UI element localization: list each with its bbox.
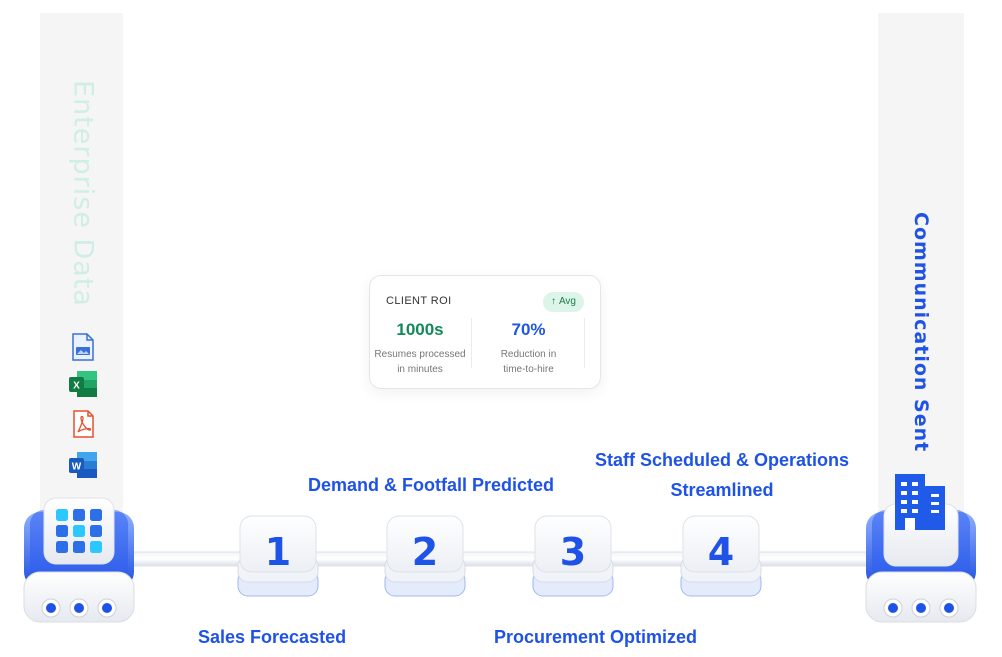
roi-stat-label: Resumes processed in minutes xyxy=(374,349,466,375)
step-3-label: Procurement Optimized xyxy=(494,627,698,647)
roi-stat-resumes: 1000s Resumes processed in minutes xyxy=(370,320,470,377)
svg-text:X: X xyxy=(73,381,80,392)
svg-text:W: W xyxy=(72,462,82,473)
step-block-shape xyxy=(237,515,319,597)
roi-card-title: CLIENT ROI xyxy=(386,295,452,307)
roi-divider xyxy=(471,318,472,368)
client-roi-card: CLIENT ROI ↑ Avg 1000s Resumes processed… xyxy=(369,275,601,389)
step-2-label: Demand & Footfall Predicted xyxy=(308,475,555,495)
enterprise-data-column xyxy=(40,13,123,573)
roi-stat-value: 70% xyxy=(511,320,546,339)
step-1-label: Sales Forecasted xyxy=(198,627,347,647)
enterprise-data-title: Enterprise Data xyxy=(67,80,99,307)
step-number: 3 xyxy=(559,530,587,574)
communication-sent-title: Communication Sent xyxy=(910,212,932,453)
step-1-block: 1 xyxy=(236,512,320,600)
step-block-shape xyxy=(532,515,614,597)
grid-apps-icon xyxy=(56,509,102,553)
roi-divider xyxy=(584,318,585,368)
step-3-block: 3 xyxy=(531,512,615,600)
avg-badge-label: Avg xyxy=(558,296,576,307)
step-block-shape xyxy=(384,515,466,597)
step-block-shape xyxy=(680,515,762,597)
step-2-block: 2 xyxy=(383,512,467,600)
excel-icon: X xyxy=(67,369,99,399)
image-file-icon xyxy=(67,332,99,362)
roi-stat-time-to-hire: 70% Reduction in time-to-hire xyxy=(477,320,580,377)
word-icon: W xyxy=(67,450,99,480)
step-number: 4 xyxy=(707,530,735,574)
step-4-block: 4 xyxy=(679,512,763,600)
roi-stat-value: 1000s xyxy=(396,320,444,339)
pdf-icon xyxy=(67,409,99,439)
step-number: 2 xyxy=(411,530,439,574)
building-icon xyxy=(895,474,945,530)
roi-stat-label: Reduction in time-to-hire xyxy=(500,349,557,375)
arrow-up-icon: ↑ xyxy=(550,296,556,307)
step-4-label: Staff Scheduled & Operations Streamlined xyxy=(594,450,850,500)
avg-badge: ↑ Avg xyxy=(542,292,584,312)
step-number: 1 xyxy=(264,530,292,574)
